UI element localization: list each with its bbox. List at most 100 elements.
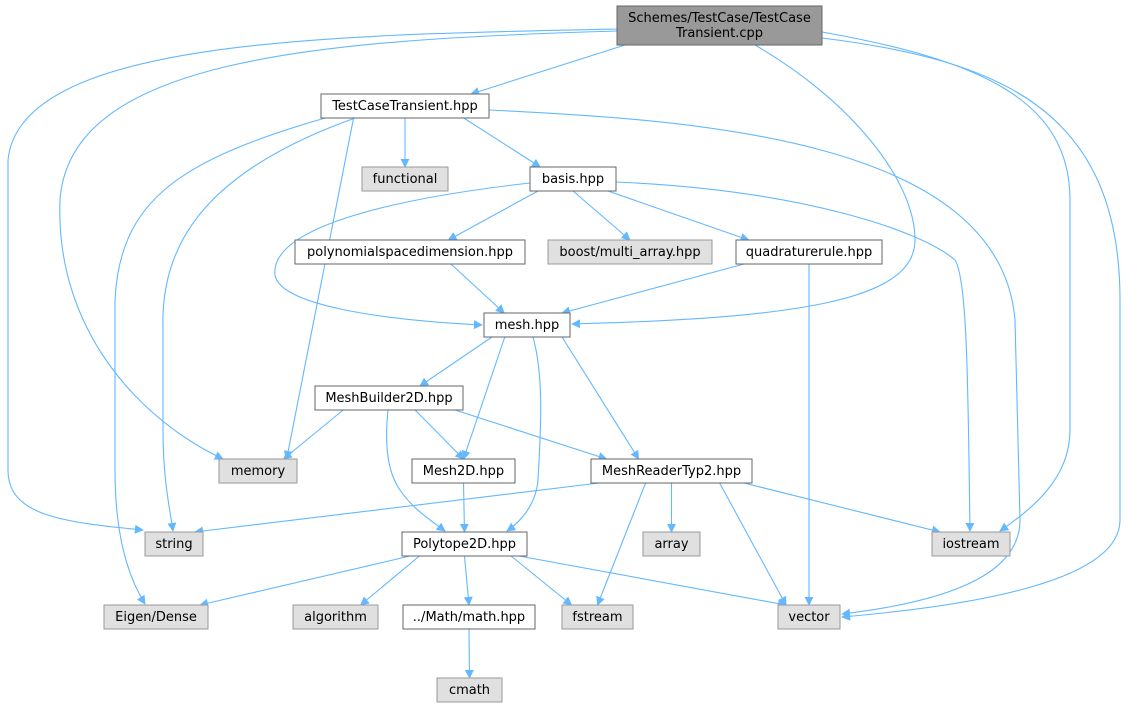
edge-polytope-to-algorithm xyxy=(359,555,420,606)
edges-layer xyxy=(7,28,1121,679)
edge-mesh-to-meshreader xyxy=(561,336,640,460)
edge-basis-to-iostream xyxy=(615,181,975,532)
edge-testcasetransient-to-basis xyxy=(463,117,541,168)
node-iostream: iostream xyxy=(931,531,1011,557)
edge-meshreader-to-vector xyxy=(719,482,787,606)
node-label-meshreader: MeshReaderTyp2.hpp xyxy=(602,464,741,479)
node-box-basis xyxy=(529,166,617,192)
node-label-memory: memory xyxy=(231,464,286,479)
edge-polytope-to-vector xyxy=(518,555,787,608)
edge-basis-to-mesh xyxy=(274,182,531,330)
edge-root-to-memory xyxy=(59,30,618,460)
node-box-fstream xyxy=(561,604,634,630)
edge-meshreader-to-string xyxy=(194,482,600,536)
node-label-root-0: Schemes/TestCase/TestCase xyxy=(628,11,811,26)
node-box-eigen xyxy=(103,604,209,630)
node-box-vector xyxy=(777,604,841,630)
edge-meshbuilder-to-polytope xyxy=(386,409,446,532)
node-root: Schemes/TestCase/TestCaseTransient.cpp xyxy=(616,5,823,46)
node-fstream: fstream xyxy=(561,604,634,630)
node-mesh[interactable]: mesh.hpp xyxy=(483,312,571,338)
edge-mesh-to-mesh2d xyxy=(461,336,506,460)
node-polyspacedim[interactable]: polynomialspacedimension.hpp xyxy=(294,239,526,265)
node-label-functional: functional xyxy=(373,172,438,187)
edge-root-to-testcasetransient xyxy=(470,44,626,96)
node-label-algorithm: algorithm xyxy=(304,610,367,625)
edge-meshbuilder-to-meshreader xyxy=(454,409,608,461)
edge-polytope-to-fstream xyxy=(510,555,573,606)
edge-quadrule-to-mesh xyxy=(561,263,745,316)
edge-meshreader-to-iostream xyxy=(743,482,941,535)
node-memory: memory xyxy=(218,458,298,484)
edge-polytope-to-eigen xyxy=(199,555,411,608)
edge-meshreader-to-fstream xyxy=(596,482,647,606)
node-box-string xyxy=(144,531,204,557)
node-multiarray: boost/multi_array.hpp xyxy=(547,239,713,265)
edge-basis-to-multiarray xyxy=(572,190,631,241)
node-label-polyspacedim: polynomialspacedimension.hpp xyxy=(307,245,513,260)
node-box-mesh2d xyxy=(411,458,516,484)
edge-testcasetransient-to-memory xyxy=(283,117,355,460)
edge-root-to-mesh xyxy=(571,44,916,329)
node-box-iostream xyxy=(931,531,1011,557)
node-box-multiarray xyxy=(547,239,713,265)
node-array: array xyxy=(642,531,701,557)
node-functional: functional xyxy=(361,166,449,192)
node-testcasetransient[interactable]: TestCaseTransient.hpp xyxy=(320,93,490,119)
node-quadrule[interactable]: quadraturerule.hpp xyxy=(735,239,883,265)
node-label-mesh2d: Mesh2D.hpp xyxy=(423,464,504,479)
node-label-root-1: Transient.cpp xyxy=(675,26,763,41)
node-label-polytope: Polytope2D.hpp xyxy=(413,537,516,552)
node-box-testcasetransient xyxy=(320,93,490,119)
node-eigen: Eigen/Dense xyxy=(103,604,209,630)
edge-mesh-to-meshbuilder xyxy=(419,336,493,387)
edge-root-to-string xyxy=(7,28,618,534)
node-box-mesh xyxy=(483,312,571,338)
node-label-vector: vector xyxy=(788,610,830,625)
node-basis[interactable]: basis.hpp xyxy=(529,166,617,192)
node-box-functional xyxy=(361,166,449,192)
edge-testcasetransient-to-string xyxy=(162,117,356,532)
node-box-meshbuilder xyxy=(314,385,464,411)
node-vector: vector xyxy=(777,604,841,630)
node-box-polyspacedim xyxy=(294,239,526,265)
node-mesh2d[interactable]: Mesh2D.hpp xyxy=(411,458,516,484)
node-box-root xyxy=(616,5,823,46)
node-label-eigen: Eigen/Dense xyxy=(115,610,197,625)
node-meshbuilder[interactable]: MeshBuilder2D.hpp xyxy=(314,385,464,411)
edge-meshbuilder-to-memory xyxy=(282,409,344,460)
node-algorithm: algorithm xyxy=(292,604,379,630)
node-label-mesh: mesh.hpp xyxy=(495,318,560,333)
node-label-fstream: fstream xyxy=(572,610,622,625)
edge-testcasetransient-to-vector xyxy=(488,109,1021,618)
edge-testcasetransient-to-eigen xyxy=(114,117,326,605)
edge-polytope-to-mathhpp xyxy=(463,555,473,606)
edge-basis-to-quadrule xyxy=(607,190,750,242)
edge-basis-to-polyspacedim xyxy=(447,190,539,241)
node-polytope[interactable]: Polytope2D.hpp xyxy=(401,531,528,557)
node-box-algorithm xyxy=(292,604,379,630)
edge-polyspacedim-to-mesh xyxy=(450,263,505,314)
node-meshreader[interactable]: MeshReaderTyp2.hpp xyxy=(590,458,753,484)
node-box-array xyxy=(642,531,701,557)
node-mathhpp[interactable]: ../Math/math.hpp xyxy=(402,604,536,630)
node-label-cmath: cmath xyxy=(449,683,490,698)
node-string: string xyxy=(144,531,204,557)
node-label-basis: basis.hpp xyxy=(542,172,604,187)
node-label-iostream: iostream xyxy=(942,537,999,552)
edge-root-to-vector xyxy=(821,37,1121,621)
edge-mesh2d-to-polytope xyxy=(459,482,469,533)
node-box-mathhpp xyxy=(402,604,536,630)
node-label-meshbuilder: MeshBuilder2D.hpp xyxy=(325,391,452,406)
node-label-quadrule: quadraturerule.hpp xyxy=(746,245,872,260)
node-label-array: array xyxy=(654,537,688,552)
edge-mesh-to-polytope xyxy=(506,336,542,532)
node-box-polytope xyxy=(401,531,528,557)
node-label-string: string xyxy=(155,537,192,552)
node-cmath: cmath xyxy=(436,677,503,703)
nodes-layer: Schemes/TestCase/TestCaseTransient.cppTe… xyxy=(103,5,1011,703)
node-box-cmath xyxy=(436,677,503,703)
edge-root-to-iostream xyxy=(821,31,1071,532)
node-box-quadrule xyxy=(735,239,883,265)
